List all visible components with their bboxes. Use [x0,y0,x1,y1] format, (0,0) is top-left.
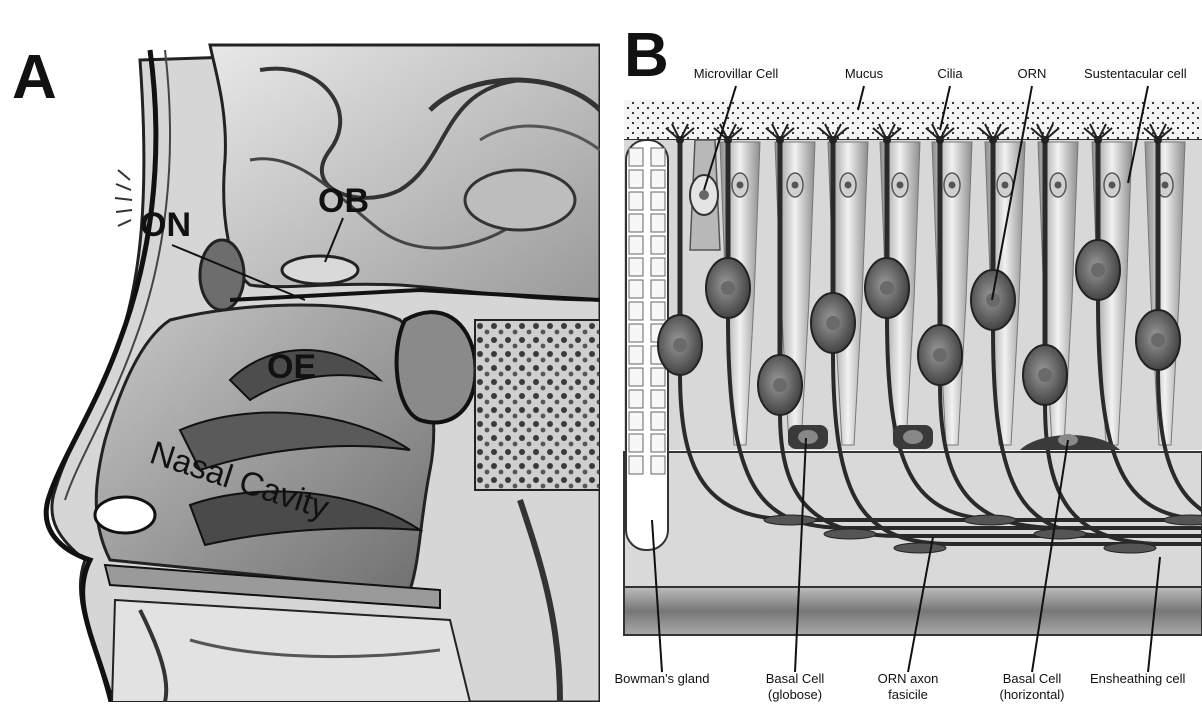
eyebrow-hair [115,170,132,226]
label-basal-cell-horizontal-line2: (horizontal) [999,687,1064,702]
label-mucus: Mucus [845,66,884,81]
panel-b-olfactory-epithelium: B Microvillar Cell Mucus Cilia ORN Suste… [600,0,1202,702]
olfactory-bulb [282,256,358,284]
panel-b-illustration: B Microvillar Cell Mucus Cilia ORN Suste… [600,0,1202,702]
label-orn-axon-line1: ORN axon [878,671,939,686]
spongy-bone [475,320,600,490]
label-oe: OE [267,348,316,386]
nostril [95,497,155,533]
label-cilia: Cilia [937,66,963,81]
label-bowmans-gland: Bowman's gland [615,671,710,686]
basal-layer-band [624,587,1202,635]
label-ensheathing-cell: Ensheathing cell [1090,671,1186,686]
label-sustentacular-cell: Sustentacular cell [1084,66,1187,81]
microvillar-cell [690,140,720,250]
label-ob: OB [318,182,369,220]
mucus-layer [624,100,1202,140]
label-basal-cell-globose-line2: (globose) [768,687,822,702]
sphenoid-sinus [397,312,476,422]
panel-letter-a: A [12,43,57,112]
label-basal-cell-globose-line1: Basal Cell [766,671,825,686]
label-basal-cell-horizontal-line1: Basal Cell [1003,671,1062,686]
panel-a-sagittal-head: A ON OB OE Nasal Cavity [0,0,600,702]
panel-letter-b: B [624,21,669,90]
label-orn: ORN [1018,66,1047,81]
label-on: ON [140,206,191,244]
panel-a-illustration: A ON OB OE Nasal Cavity [0,0,600,702]
label-microvillar-cell: Microvillar Cell [694,66,779,81]
label-orn-axon-line2: fasicile [888,687,928,702]
